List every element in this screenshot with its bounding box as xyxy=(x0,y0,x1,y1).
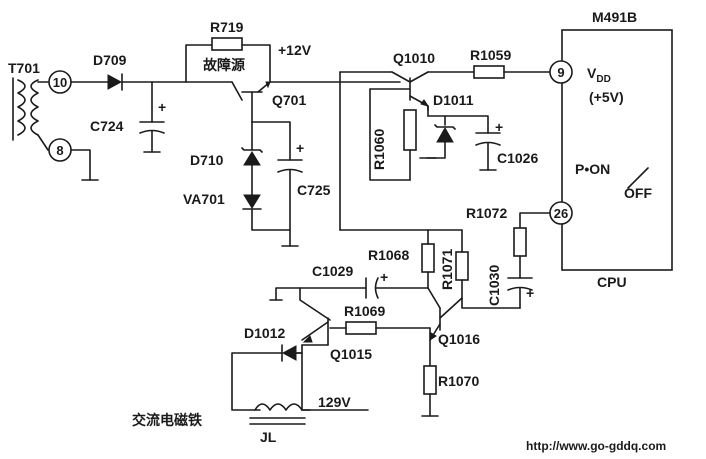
zener-d1011 xyxy=(434,124,456,143)
resistor-r1071 xyxy=(455,251,469,281)
label-5v: (+5V) xyxy=(589,89,624,105)
capacitor-c724 xyxy=(139,81,165,153)
pin-10-number: 10 xyxy=(53,75,67,90)
label-d709: D709 xyxy=(93,52,127,68)
resistor-r1072 xyxy=(513,227,527,257)
label-q1016: Q1016 xyxy=(438,331,480,347)
label-129v: 129V xyxy=(318,394,351,410)
label-12v: +12V xyxy=(278,42,312,58)
label-va701: VA701 xyxy=(183,191,225,207)
capacitor-c725 xyxy=(277,159,303,247)
label-p-on: P•ON xyxy=(575,161,610,177)
label-r1070: R1070 xyxy=(438,373,479,389)
label-q1015: Q1015 xyxy=(330,346,372,362)
diode-d1012 xyxy=(281,344,297,362)
label-r719: R719 xyxy=(210,19,244,35)
label-vdd: VDD xyxy=(587,65,611,85)
transistor-q1016 xyxy=(427,287,463,342)
label-ac-electromagnet: 交流电磁铁 xyxy=(132,412,202,429)
c725-plus: + xyxy=(296,140,304,156)
label-c725: C725 xyxy=(297,182,331,198)
label-c1026: C1026 xyxy=(497,150,538,166)
slash-line xyxy=(627,167,649,189)
label-fault-source: 故障源 xyxy=(203,57,245,74)
label-r1059: R1059 xyxy=(470,47,511,63)
pin-9-circle xyxy=(549,60,573,84)
resistor-r1070 xyxy=(423,365,437,395)
label-r1068: R1068 xyxy=(368,247,409,263)
resistor-r1069 xyxy=(345,321,377,335)
c1026-plus: + xyxy=(495,119,503,135)
zener-d710 xyxy=(241,147,263,166)
c1029-plus: + xyxy=(380,269,388,285)
label-q701: Q701 xyxy=(272,92,306,108)
label-c1029: C1029 xyxy=(312,263,353,279)
c724-plus: + xyxy=(158,99,166,115)
label-d1011: D1011 xyxy=(433,92,474,108)
transistor-q1010 xyxy=(369,71,430,107)
label-r1060: R1060 xyxy=(371,129,387,170)
label-c1030: C1030 xyxy=(486,265,502,306)
label-c724: C724 xyxy=(90,118,124,134)
label-cpu: CPU xyxy=(597,274,627,290)
transistor-q701 xyxy=(231,81,271,123)
label-q1010: Q1010 xyxy=(393,50,435,66)
pin-8-number: 8 xyxy=(56,143,63,158)
transformer-t701 xyxy=(12,77,49,151)
varistor-va701 xyxy=(242,194,262,210)
resistor-r1060 xyxy=(403,109,417,151)
resistor-r1068 xyxy=(421,243,435,273)
capacitor-c1026 xyxy=(475,132,501,171)
transistor-q1015 xyxy=(301,317,329,346)
label-r1071: R1071 xyxy=(439,249,455,290)
label-m491b: M491B xyxy=(592,9,637,25)
label-d710: D710 xyxy=(190,152,224,168)
pin-26-number: 26 xyxy=(554,206,568,221)
resistor-r719 xyxy=(211,37,243,51)
relay-coil-jl xyxy=(249,403,306,425)
label-r1072: R1072 xyxy=(466,205,507,221)
diode-d709 xyxy=(107,73,123,91)
label-t701: T701 xyxy=(8,60,40,76)
c1030-plus: + xyxy=(526,285,534,301)
resistor-r1059 xyxy=(473,65,505,79)
watermark-url: http://www.go-gddq.com xyxy=(526,439,666,453)
label-jl: JL xyxy=(260,429,277,445)
label-d1012: D1012 xyxy=(244,325,285,341)
label-off: OFF xyxy=(624,185,652,201)
label-r1069: R1069 xyxy=(344,303,385,319)
capacitor-c1030 xyxy=(507,277,533,309)
cpu-m491b-box xyxy=(561,29,673,271)
pin-9-number: 9 xyxy=(557,65,564,80)
